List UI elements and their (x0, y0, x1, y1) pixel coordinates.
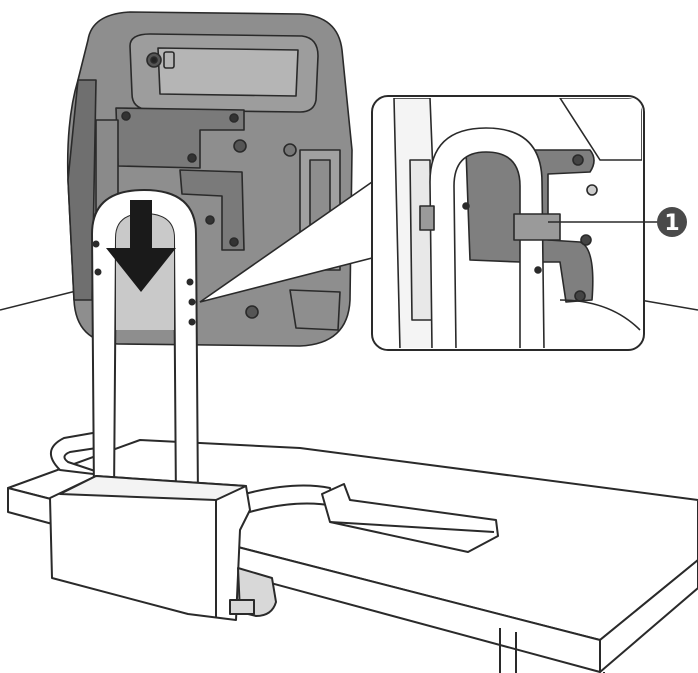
callout-number: 1 (664, 211, 679, 236)
callout-badge-1: 1 (657, 207, 687, 237)
device-side-shade (67, 79, 97, 301)
stand-platform (321, 483, 499, 553)
inset-clip-part (513, 213, 561, 241)
detail-inset (371, 95, 668, 351)
down-arrow-icon (106, 200, 176, 292)
table-side-edge (599, 559, 698, 673)
